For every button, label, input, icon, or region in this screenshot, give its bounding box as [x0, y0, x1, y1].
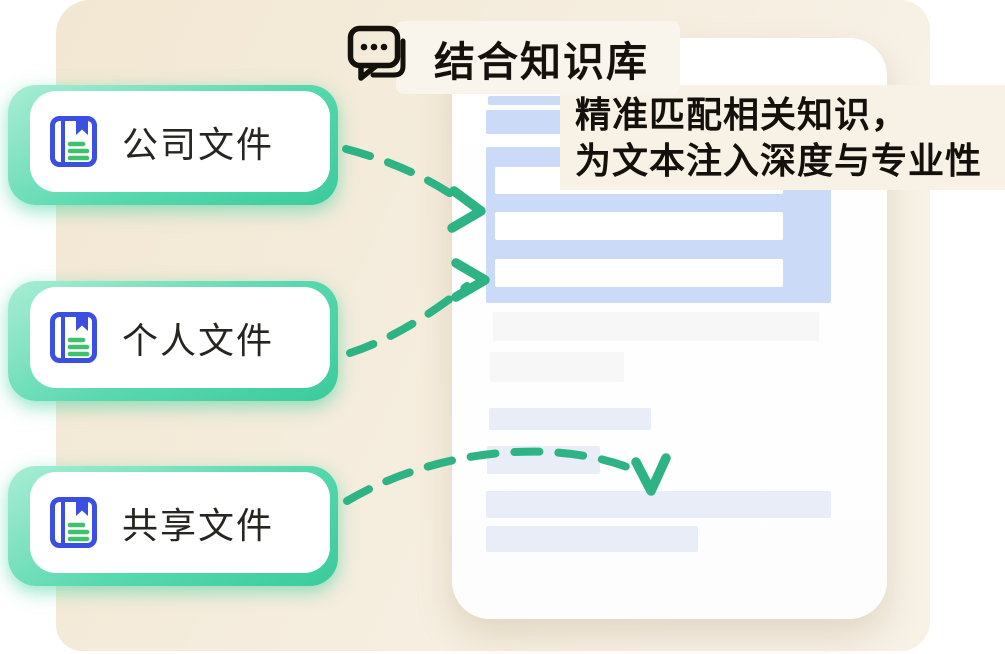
- knowledge-card-shared: 共享文件: [8, 466, 338, 586]
- notebook-icon: [50, 116, 97, 167]
- page-title: 结合知识库: [434, 38, 649, 85]
- chat-bubble-icon: [347, 25, 406, 81]
- card-label: 公司文件: [122, 123, 275, 165]
- knowledge-card-personal: 个人文件: [8, 281, 338, 401]
- card-label: 个人文件: [122, 319, 275, 361]
- card-label: 共享文件: [122, 504, 275, 546]
- knowledge-card-company: 公司文件: [8, 85, 338, 205]
- description-callout: 精准匹配相关知识， 为文本注入深度与专业性: [560, 85, 1005, 190]
- card-face: 公司文件: [30, 91, 330, 192]
- card-face: 个人文件: [30, 287, 330, 388]
- notebook-icon: [50, 312, 97, 363]
- description-line-1: 精准匹配相关知识，: [575, 94, 909, 135]
- title-badge: 结合知识库: [396, 21, 680, 94]
- description-line-2: 为文本注入深度与专业性: [575, 140, 983, 181]
- card-face: 共享文件: [30, 472, 330, 573]
- notebook-icon: [50, 497, 97, 548]
